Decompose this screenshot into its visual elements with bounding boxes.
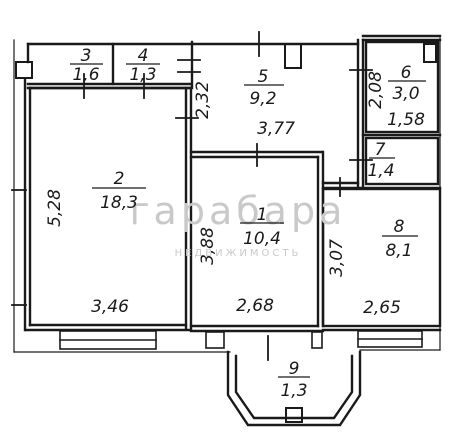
exterior-wall-left bbox=[23, 78, 32, 332]
watermark-logo: гарабара bbox=[130, 189, 347, 233]
wall-top bbox=[26, 34, 442, 190]
room-9-label: 9 1,3 bbox=[278, 359, 310, 401]
room-8-number: 8 bbox=[394, 217, 405, 237]
fixture-room-5 bbox=[284, 43, 302, 69]
dimension-3-88: 3,88 bbox=[198, 227, 218, 265]
room-1-area: 10,4 bbox=[243, 229, 281, 249]
door-ticks bbox=[11, 31, 373, 361]
dimension-2-65: 2,65 bbox=[363, 298, 401, 318]
room-7-area: 1,4 bbox=[367, 161, 394, 181]
room-1-number: 1 bbox=[257, 205, 268, 225]
dimension-2-68: 2,68 bbox=[236, 296, 274, 316]
room-2-area: 18,3 bbox=[100, 193, 138, 213]
window-room-8 bbox=[357, 330, 423, 348]
dimension-5-28: 5,28 bbox=[45, 189, 65, 227]
room-1-walls bbox=[189, 324, 325, 333]
fixture-room-6 bbox=[423, 43, 437, 63]
room-7-label: 7 1,4 bbox=[367, 140, 395, 181]
dimension-2-08: 2,08 bbox=[366, 71, 386, 109]
room-9-number: 9 bbox=[289, 359, 300, 379]
room-3-number: 3 bbox=[81, 46, 92, 66]
room-1-label: 1 10,4 bbox=[240, 205, 284, 249]
room-3-area: 1,6 bbox=[72, 65, 99, 85]
room-4-label: 4 1,3 bbox=[126, 46, 160, 85]
room-6-number: 6 bbox=[401, 63, 412, 83]
balcony-walls bbox=[226, 350, 362, 427]
balcony-fixture bbox=[285, 407, 303, 423]
room-8-area: 8,1 bbox=[385, 241, 412, 261]
watermark-subtitle: НЕДВИЖИМОСТЬ bbox=[175, 248, 302, 259]
room-9-area: 1,3 bbox=[280, 381, 307, 401]
dimension-2-32: 2,32 bbox=[193, 81, 213, 119]
room-2-walls bbox=[24, 86, 193, 332]
dimension-1-58: 1,58 bbox=[387, 110, 425, 130]
door-room-1-bottom bbox=[205, 331, 323, 349]
room-6-area: 3,0 bbox=[392, 84, 419, 104]
room-7-number: 7 bbox=[375, 140, 386, 160]
room-2-number: 2 bbox=[114, 169, 125, 189]
room-8-label: 8 8,1 bbox=[382, 217, 418, 261]
dimension-3-46: 3,46 bbox=[91, 297, 129, 317]
room-5-area: 9,2 bbox=[249, 89, 276, 109]
room-3-label: 3 1,6 bbox=[70, 46, 103, 85]
column-square bbox=[15, 61, 33, 79]
room-8-walls bbox=[321, 187, 442, 332]
room-5-walls bbox=[189, 150, 442, 328]
room-4-number: 4 bbox=[138, 46, 149, 66]
room-5-label: 5 9,2 bbox=[244, 67, 284, 109]
room-6-label: 6 3,0 bbox=[388, 63, 426, 104]
dimension-3-07: 3,07 bbox=[327, 239, 347, 277]
dimension-3-77: 3,77 bbox=[257, 119, 295, 139]
room-4-area: 1,3 bbox=[129, 65, 156, 85]
room-5-number: 5 bbox=[258, 67, 269, 87]
window-room-2 bbox=[59, 330, 157, 350]
room-2-label: 2 18,3 bbox=[92, 169, 146, 213]
rooms-6-7-walls bbox=[361, 40, 442, 186]
